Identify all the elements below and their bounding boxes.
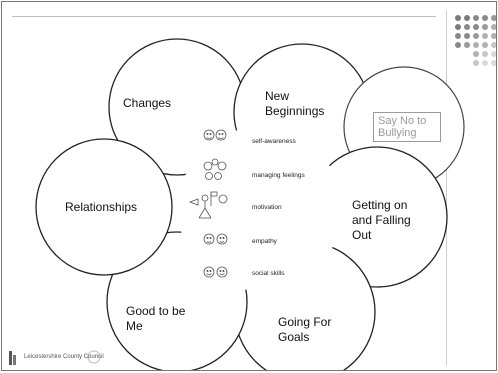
grid-dot — [482, 24, 488, 30]
center-item-managing-feelings: managing feelings — [252, 172, 305, 179]
grid-dot — [491, 15, 496, 21]
grid-dot — [491, 60, 496, 66]
center-item-empathy: empathy — [252, 238, 277, 245]
council-logo-icon — [9, 350, 101, 365]
grid-dot — [482, 60, 488, 66]
petal-label-say-no: Say No to Bullying — [373, 112, 441, 142]
center-item-self-awareness: self-awareness — [252, 138, 296, 145]
grid-dot — [473, 60, 479, 66]
grid-dot — [482, 15, 488, 21]
center-circle — [178, 127, 342, 291]
grid-dot — [455, 42, 461, 48]
petal-label-good-to-be-me: Good to be Me — [126, 304, 186, 333]
grid-dot — [473, 51, 479, 57]
grid-dot — [455, 24, 461, 30]
right-divider — [446, 10, 447, 366]
grid-dot — [473, 24, 479, 30]
face-icon-self-awareness — [203, 129, 227, 141]
grid-dot — [491, 42, 496, 48]
grid-dot — [473, 42, 479, 48]
figure-icon-motivation — [188, 191, 228, 219]
center-item-motivation: motivation — [252, 204, 282, 211]
petal-relationships — [35, 138, 173, 276]
grid-dot — [464, 33, 470, 39]
petal-label-relationships: Relationships — [65, 200, 138, 214]
petal-label-going-goals: Going For Goals — [278, 315, 332, 344]
grid-dot — [473, 33, 479, 39]
grid-dot — [482, 33, 488, 39]
face-icon-empathy — [203, 233, 228, 245]
grid-dot — [464, 15, 470, 21]
top-divider — [12, 16, 436, 17]
grid-dot — [455, 33, 461, 39]
petal-label-new-beginnings: New Beginnings — [265, 89, 325, 118]
face-icon-social-skills — [203, 266, 228, 278]
grid-dot — [491, 33, 496, 39]
grid-dot — [473, 15, 479, 21]
grid-dot — [464, 42, 470, 48]
petal-label-getting-on: Getting on and Falling Out — [352, 198, 411, 242]
decorative-dot-grid — [455, 15, 496, 66]
grid-dot — [482, 42, 488, 48]
grid-dot — [464, 24, 470, 30]
grid-dot — [455, 15, 461, 21]
grid-dot — [491, 24, 496, 30]
face-icon-managing-feelings — [203, 158, 227, 180]
petal-label-changes: Changes — [123, 96, 172, 110]
grid-dot — [491, 51, 496, 57]
grid-dot — [482, 51, 488, 57]
council-logo-text: Leicestershire County Council — [24, 354, 104, 360]
center-item-social-skills: social skills — [252, 270, 285, 277]
